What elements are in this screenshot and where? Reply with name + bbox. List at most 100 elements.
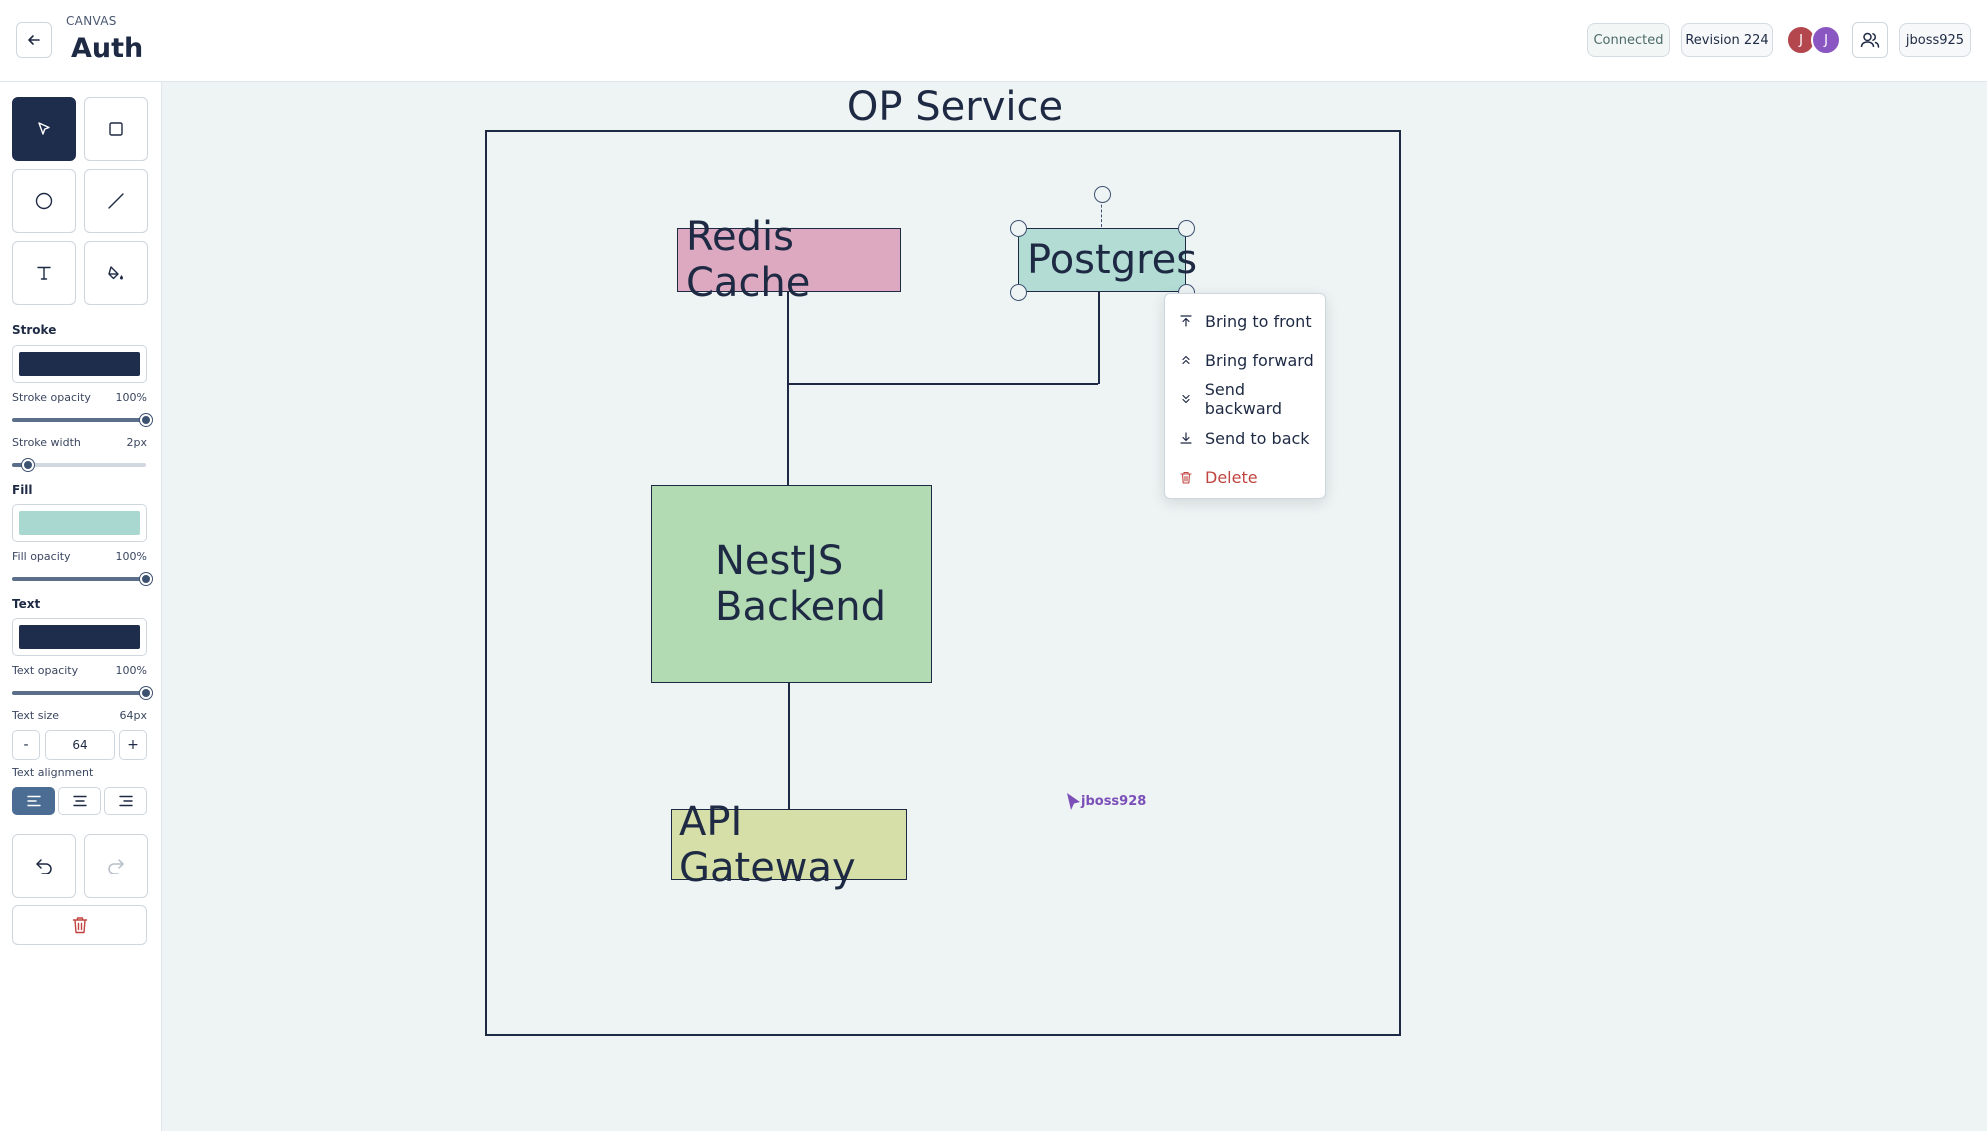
align-right-icon	[118, 795, 133, 807]
connection-status-badge: Connected	[1587, 23, 1670, 57]
fill-tool-button[interactable]	[84, 241, 148, 305]
resize-handle-nw[interactable]	[1010, 220, 1027, 237]
text-size-decrease-button[interactable]: -	[12, 730, 40, 760]
frame-op-service[interactable]	[485, 130, 1401, 1036]
text-size-increase-button[interactable]: +	[119, 730, 147, 760]
resize-handle-sw[interactable]	[1010, 284, 1027, 301]
text-color-picker[interactable]	[12, 618, 147, 656]
resize-handle-ne[interactable]	[1178, 220, 1195, 237]
fill-color-picker[interactable]	[12, 504, 147, 542]
text-alignment-label: Text alignment	[12, 766, 94, 779]
menu-item-send-to-back[interactable]: Send to back	[1165, 419, 1325, 457]
menu-item-delete[interactable]: Delete	[1165, 458, 1325, 496]
fill-opacity-slider[interactable]	[12, 573, 152, 585]
top-bar: CANVAS Auth Connected Revision 224 J J j…	[0, 0, 1987, 82]
menu-item-send-backward[interactable]: Send backward	[1165, 380, 1325, 418]
pointer-icon	[38, 122, 50, 135]
connector-postgres-nestjs[interactable]	[787, 383, 1098, 385]
revision-badge: Revision 224	[1681, 23, 1773, 57]
square-icon	[109, 122, 123, 136]
undo-button[interactable]	[12, 834, 76, 898]
text-opacity-value: 100%	[115, 664, 147, 677]
line-tool-button[interactable]	[84, 169, 148, 233]
node-label: Postgres	[1027, 237, 1198, 283]
drawing-canvas[interactable]: OP Service Redis Cache Postgres NestJS B…	[163, 82, 1987, 1131]
stroke-width-slider[interactable]	[12, 459, 146, 471]
node-redis-cache[interactable]: Redis Cache	[677, 214, 901, 306]
stroke-width-value: 2px	[126, 436, 148, 449]
stroke-opacity-label: Stroke opacity	[12, 391, 91, 404]
avatar: J	[1811, 25, 1841, 55]
align-center-button[interactable]	[58, 787, 101, 815]
stroke-section-label: Stroke	[12, 323, 57, 337]
text-size-label: Text size	[12, 709, 60, 722]
connector-postgres-drop[interactable]	[1098, 292, 1100, 384]
ellipse-tool-button[interactable]	[12, 169, 76, 233]
node-label: Redis Cache	[686, 214, 811, 306]
arrow-left-icon	[28, 35, 40, 45]
paint-bucket-icon	[108, 266, 123, 280]
node-label-line-2: Backend	[715, 584, 887, 630]
stroke-color-swatch	[19, 352, 140, 376]
text-opacity-slider[interactable]	[12, 687, 152, 699]
text-icon	[37, 266, 51, 280]
text-section-label: Text	[12, 597, 41, 611]
chevrons-up-icon	[1179, 354, 1193, 366]
stroke-opacity-slider[interactable]	[12, 414, 152, 426]
users-icon	[1860, 32, 1880, 48]
slider-thumb[interactable]	[140, 573, 152, 585]
connector-redis-nestjs[interactable]	[787, 292, 789, 568]
page-title: Auth	[71, 33, 144, 64]
remote-cursor-label: jboss928	[1081, 794, 1147, 809]
back-button[interactable]	[16, 22, 52, 58]
line-icon	[108, 193, 124, 209]
node-label-line-1: NestJS	[715, 538, 844, 584]
node-api-gateway[interactable]: API Gateway	[671, 799, 907, 891]
chevrons-down-icon	[1179, 393, 1193, 405]
slider-thumb[interactable]	[22, 459, 35, 471]
stroke-opacity-value: 100%	[115, 391, 147, 404]
circle-icon	[35, 192, 53, 210]
text-tool-button[interactable]	[12, 241, 76, 305]
send-to-back-icon	[1179, 432, 1193, 444]
node-postgres[interactable]: Postgres	[1018, 228, 1197, 292]
user-menu-button[interactable]: jboss925	[1899, 23, 1971, 57]
frame-title[interactable]: OP Service	[846, 84, 1064, 130]
remote-cursor-icon	[1067, 793, 1080, 810]
trash-icon	[72, 917, 87, 934]
redo-button[interactable]	[84, 834, 148, 898]
node-label: API Gateway	[679, 798, 856, 891]
text-size-input[interactable]: 64	[45, 730, 115, 760]
context-menu: Bring to front Bring forward Send backwa…	[1164, 293, 1326, 499]
redo-icon	[108, 859, 124, 874]
text-size-value: 64px	[119, 709, 148, 722]
align-right-button[interactable]	[104, 787, 147, 815]
connector-nestjs-gateway[interactable]	[788, 683, 790, 811]
fill-color-swatch	[19, 511, 140, 535]
rotate-handle[interactable]	[1094, 186, 1111, 203]
fill-section-label: Fill	[12, 483, 33, 497]
slider-thumb[interactable]	[140, 414, 152, 426]
align-left-button[interactable]	[12, 787, 55, 815]
fill-opacity-value: 100%	[115, 550, 147, 563]
collaborators-button[interactable]	[1852, 22, 1888, 58]
undo-icon	[36, 859, 52, 874]
menu-item-bring-to-front[interactable]: Bring to front	[1165, 302, 1325, 340]
select-tool-button[interactable]	[12, 97, 76, 161]
tool-sidebar: Stroke Stroke opacity 100% Stroke width …	[0, 82, 162, 1131]
stroke-width-label: Stroke width	[12, 436, 81, 449]
text-color-swatch	[19, 625, 140, 649]
text-opacity-label: Text opacity	[12, 664, 79, 677]
bring-to-front-icon	[1179, 315, 1193, 327]
delete-selection-button[interactable]	[12, 905, 147, 945]
align-center-icon	[72, 795, 87, 807]
rectangle-tool-button[interactable]	[84, 97, 148, 161]
fill-opacity-label: Fill opacity	[12, 550, 71, 563]
align-left-icon	[26, 795, 41, 807]
slider-thumb[interactable]	[140, 687, 152, 699]
menu-item-bring-forward[interactable]: Bring forward	[1165, 341, 1325, 379]
node-nestjs-backend[interactable]: NestJS Backend	[651, 485, 932, 683]
trash-icon	[1179, 471, 1193, 484]
stroke-color-picker[interactable]	[12, 345, 147, 383]
rotation-guide	[1101, 195, 1102, 227]
